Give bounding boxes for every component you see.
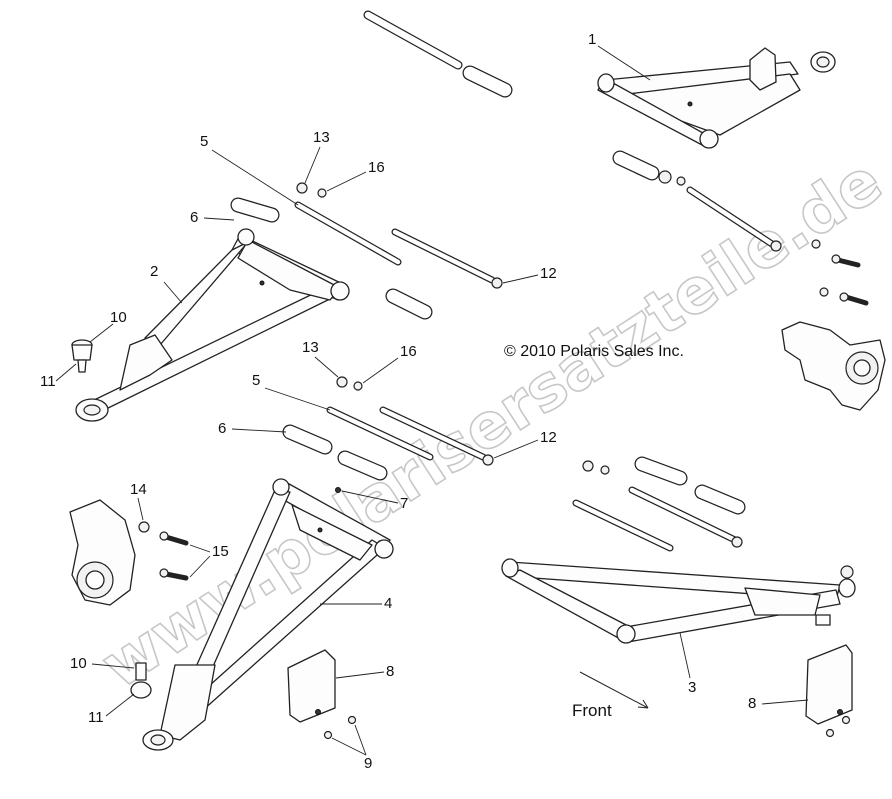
callout-11-upper: 11 (40, 373, 56, 390)
callout-4: 4 (384, 595, 392, 612)
bushing-middle (385, 288, 433, 320)
bolts-15 (159, 531, 189, 581)
screws-right (825, 715, 851, 738)
callout-14: 14 (130, 481, 147, 498)
a-arm-upper-left (75, 228, 350, 422)
small-bolts-right (811, 239, 869, 306)
a-arm-upper-right (597, 47, 836, 149)
bushing-6-upper (230, 197, 280, 223)
nut-14 (138, 521, 150, 533)
callout-1: 1 (588, 31, 596, 48)
bolt-12-lower (379, 406, 494, 466)
skid-plate-8-right (805, 644, 853, 725)
callout-13-lower: 13 (302, 339, 319, 356)
watermark: www.polarisersatzteile.de (88, 144, 892, 703)
top-shaft (363, 10, 513, 98)
callout-8-right: 8 (748, 695, 756, 712)
nut-washer-upper (296, 182, 327, 198)
bushings-part3 (572, 456, 746, 552)
a-arm-lower-right (501, 558, 856, 644)
callout-7: 7 (400, 495, 408, 512)
copyright-notice: © 2010 Polaris Sales Inc. (504, 343, 684, 360)
screws-9 (323, 715, 357, 740)
callout-9: 9 (364, 755, 372, 772)
callout-5-upper: 5 (200, 133, 208, 150)
front-arrow-icon (579, 671, 649, 709)
callout-16-lower: 16 (400, 343, 417, 360)
callout-6-upper: 6 (190, 209, 198, 226)
callout-3: 3 (688, 679, 696, 696)
steering-knuckle-right (781, 321, 886, 411)
callout-13-upper: 13 (313, 129, 330, 146)
shaft-5-upper (294, 201, 402, 266)
ball-joint-upper (71, 339, 93, 373)
nut-washer-lower (336, 376, 363, 391)
callout-12-lower: 12 (540, 429, 557, 446)
ball-joint-lower (130, 662, 152, 699)
callout-6-lower: 6 (218, 420, 226, 437)
callout-5-lower: 5 (252, 372, 260, 389)
skid-plate-8-left (287, 649, 336, 723)
callout-2: 2 (150, 263, 158, 280)
callout-8-left: 8 (386, 663, 394, 680)
callout-16-upper: 16 (368, 159, 385, 176)
callout-10-upper: 10 (110, 309, 127, 326)
steering-knuckle-left (69, 499, 136, 606)
grease-fitting-7 (335, 487, 341, 493)
callout-12-upper: 12 (540, 265, 557, 282)
bushings-part1 (612, 150, 782, 252)
a-arm-lower-left (142, 478, 394, 751)
front-label: Front (572, 701, 612, 720)
bushing-6-lower (282, 424, 388, 481)
shaft-5-lower (326, 406, 434, 461)
callout-10-lower: 10 (70, 655, 87, 672)
bolt-12-upper (391, 228, 503, 289)
callout-15: 15 (212, 543, 229, 560)
callout-11-lower: 11 (88, 709, 104, 726)
